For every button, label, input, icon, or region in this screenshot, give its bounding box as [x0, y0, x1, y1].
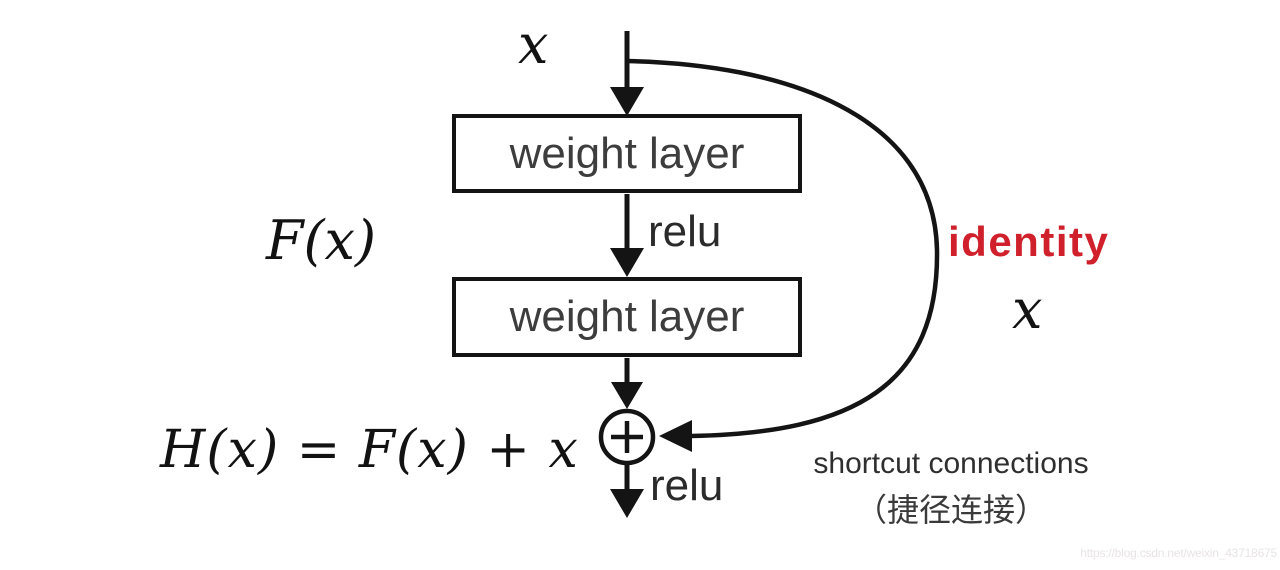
input-arrowhead-icon	[610, 87, 644, 116]
relu-mid-label: relu	[648, 207, 722, 256]
output-equation-label: H(x) = F(x) + x	[160, 420, 579, 480]
input-x-label: x	[518, 13, 549, 76]
relu-bottom-label: relu	[650, 461, 724, 510]
csdn-watermark: https://blog.csdn.net/weixin_43718675	[1080, 546, 1277, 560]
to-adder-arrowhead-icon	[611, 382, 643, 409]
plus-icon	[611, 421, 643, 453]
residual-function-label: F(x)	[266, 209, 377, 272]
mid-arrowhead-icon	[610, 248, 644, 277]
shortcut-connections-label-zh: （捷径连接）	[854, 492, 1047, 528]
output-arrowhead-icon	[610, 489, 644, 518]
shortcut-connections-label: shortcut connections	[813, 447, 1089, 480]
shortcut-arrowhead-icon	[659, 420, 692, 452]
weight-layer-box-1: weight layer	[452, 114, 802, 193]
weight-layer-1-label: weight layer	[509, 128, 745, 178]
shortcut-curve	[626, 58, 940, 439]
weight-layer-box-2: weight layer	[452, 277, 802, 357]
weight-layer-2-label: weight layer	[509, 292, 745, 341]
identity-x-label: x	[1012, 278, 1043, 341]
identity-label: identity	[948, 218, 1110, 265]
